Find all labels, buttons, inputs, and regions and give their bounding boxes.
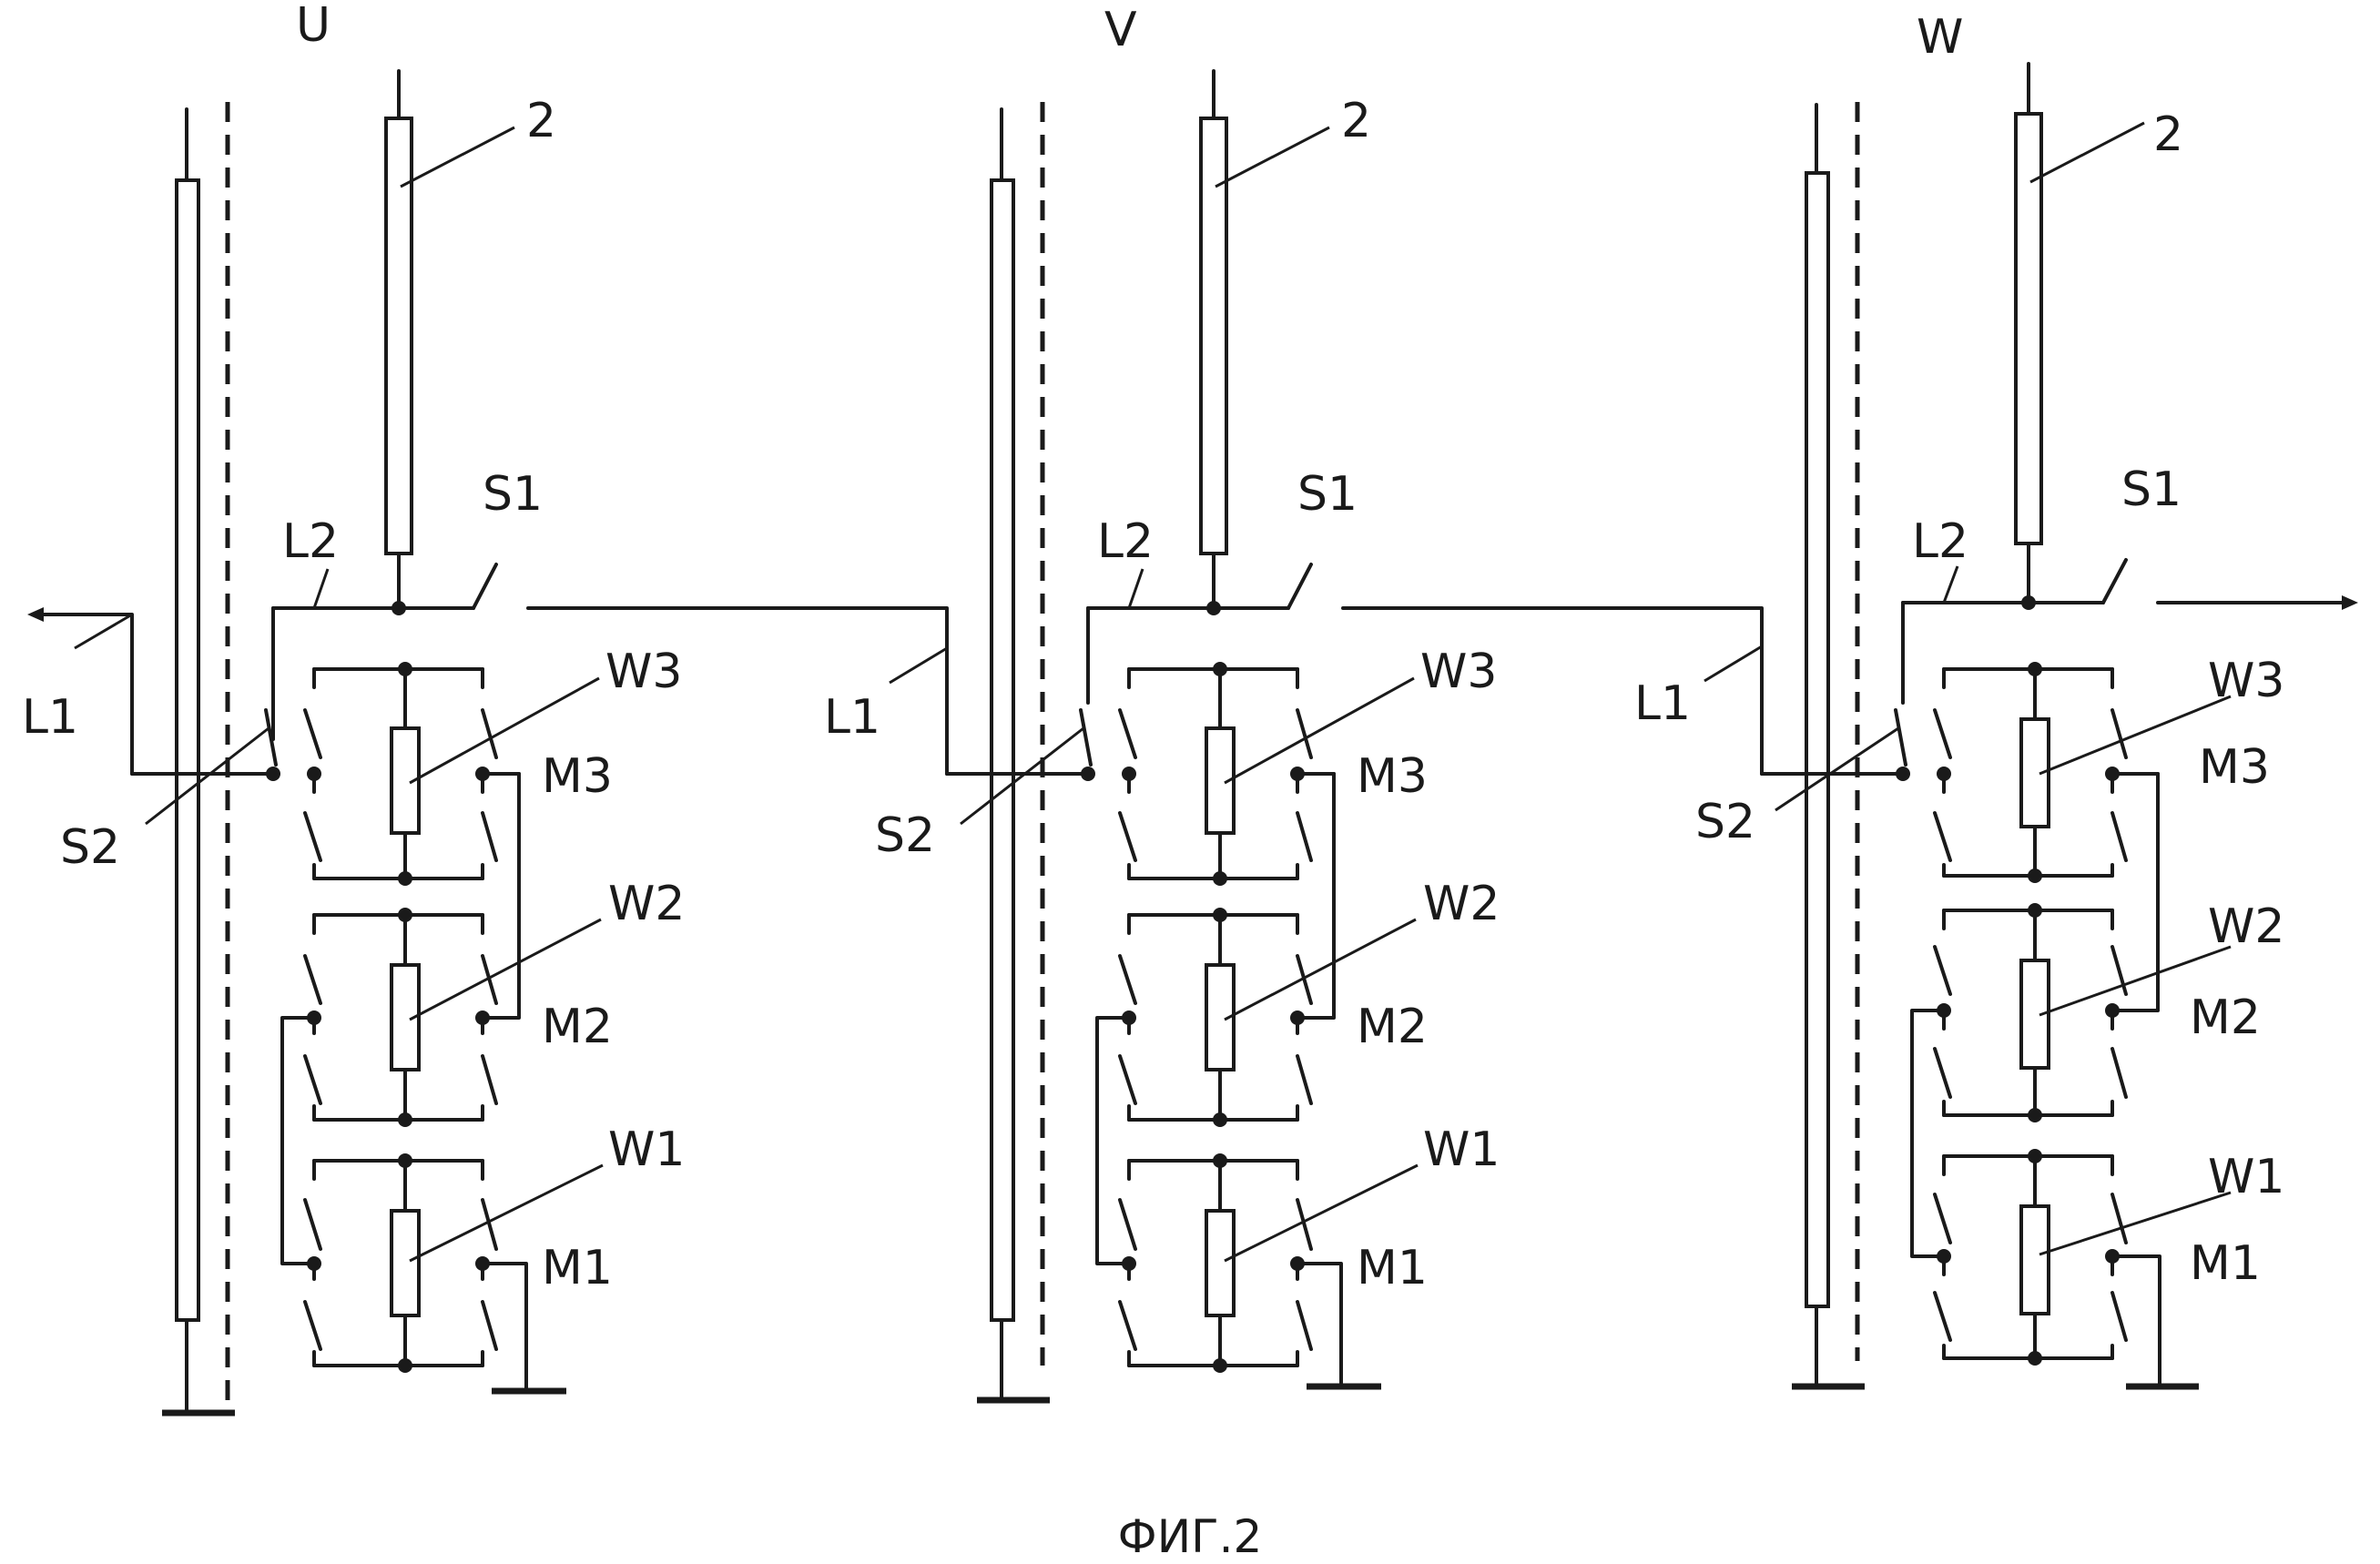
interphase-wiring: [27, 595, 2358, 776]
phase-u: U 2 S1 L2 L1 S2: [22, 0, 686, 1417]
switch-s1-label: S1: [2121, 462, 2182, 517]
electrode-column: [1805, 171, 1830, 1308]
line-l1-label: L1: [1634, 676, 1691, 731]
line-l2-label: L2: [1097, 514, 1154, 569]
resistor-w3-label: W3: [1420, 645, 1498, 699]
stage-m3: W3 M3: [303, 645, 683, 886]
switch-s1-label: S1: [1297, 467, 1358, 522]
module-m2-label: M2: [1357, 1000, 1428, 1054]
module-m1-label: M1: [542, 1241, 613, 1295]
module-m1-label: M1: [1357, 1241, 1428, 1295]
stage-m2: W2 M2: [1933, 899, 2285, 1122]
electrode-2-label: 2: [526, 94, 556, 148]
switch-s1-label: S1: [483, 467, 543, 522]
line-l1-label: L1: [824, 690, 880, 745]
resistor-w1: [2019, 1204, 2050, 1315]
line-l2-label: L2: [282, 514, 339, 569]
switch-s2-label: S2: [60, 820, 120, 875]
electrode-column: [990, 178, 1015, 1322]
switch-s2-label: S2: [875, 808, 935, 863]
switch-s2-label: S2: [1695, 795, 1755, 849]
module-m2-label: M2: [542, 1000, 613, 1054]
resistor-w2-label: W2: [1423, 877, 1500, 931]
module-m3-label: M3: [2199, 740, 2270, 795]
resistor-w3-label: W3: [605, 645, 683, 699]
resistor-w1: [390, 1209, 421, 1317]
resistor-w2: [2019, 959, 2050, 1070]
line-l2-label: L2: [1912, 514, 1968, 569]
stage-m3: W3 M3: [1118, 645, 1498, 886]
resistor-w1: [1205, 1209, 1236, 1317]
resistor-w1-label: W1: [1423, 1122, 1500, 1177]
electrode-2-label: 2: [2153, 107, 2183, 162]
module-m3-label: M3: [542, 749, 613, 804]
electrode-2: [2014, 112, 2043, 545]
resistor-w3-label: W3: [2208, 654, 2285, 708]
stage-m3: W3 M3: [1933, 654, 2285, 883]
stage-m1: W1 M1: [1933, 1149, 2285, 1366]
module-m1-label: M1: [2190, 1236, 2261, 1291]
phase-w: W 2 S1 L2 L1 S2: [1634, 10, 2285, 1390]
stage-m1: W1 M1: [1118, 1122, 1500, 1373]
stage-m2: W2 M2: [303, 877, 686, 1127]
electrode-2-label: 2: [1341, 94, 1371, 148]
figure-caption: ФИГ.2: [1118, 1510, 1263, 1563]
phase-v: V 2 S1 L2 L1 S2: [824, 3, 1500, 1404]
resistor-w1-label: W1: [2208, 1150, 2285, 1204]
phase-label: V: [1104, 3, 1137, 57]
stage-m1: W1 M1: [303, 1122, 686, 1373]
resistor-w2-label: W2: [2208, 899, 2285, 954]
resistor-w2-label: W2: [608, 877, 686, 931]
module-m3-label: M3: [1357, 749, 1428, 804]
module-m2-label: M2: [2190, 990, 2261, 1045]
resistor-w1-label: W1: [608, 1122, 686, 1177]
stage-m2: W2 M2: [1118, 877, 1500, 1127]
phase-label: W: [1917, 10, 1963, 65]
electrode-column: [175, 178, 200, 1322]
phase-label: U: [296, 0, 331, 53]
line-l1-label: L1: [22, 690, 78, 745]
